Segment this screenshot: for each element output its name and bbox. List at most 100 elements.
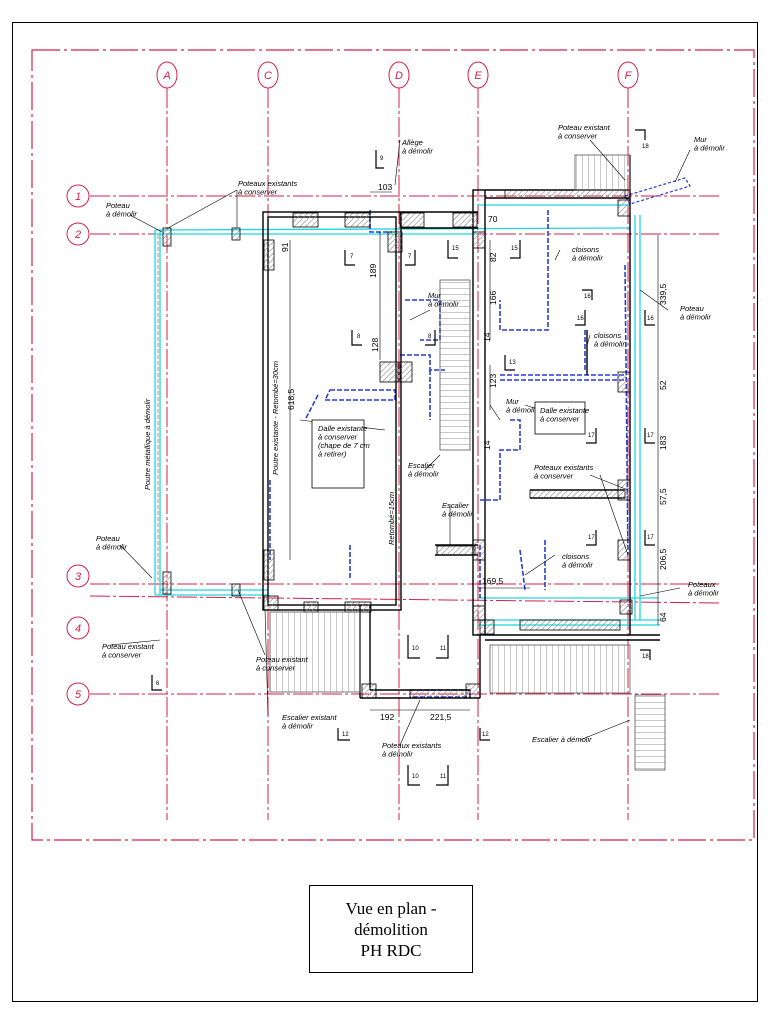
axis-label-4: 4 (75, 623, 81, 635)
section-mark-17a: 17 (586, 428, 597, 444)
svg-text:8: 8 (357, 334, 361, 340)
section-mark-16a: 16 (582, 289, 593, 300)
axis-bubble-5: 5 (66, 682, 90, 706)
svg-text:8: 8 (428, 334, 432, 340)
svg-text:166: 166 (488, 291, 498, 305)
svg-text:6: 6 (156, 681, 160, 687)
axis-label-3: 3 (75, 571, 82, 583)
axis-bubble-4: 4 (66, 616, 90, 640)
svg-text:183: 183 (658, 436, 668, 450)
svg-text:17: 17 (647, 433, 654, 439)
label-retombe: Retombé=15cm (387, 492, 396, 545)
axis-label-5: 5 (75, 689, 82, 701)
section-mark-17b: 17 (644, 428, 655, 444)
svg-text:7: 7 (350, 254, 354, 260)
section-mark-18b: 18 (640, 649, 651, 660)
label-escalier-right: Escalier à démolir (532, 735, 592, 744)
section-mark-13: 13 (504, 355, 516, 371)
svg-text:11: 11 (440, 646, 447, 652)
axis-bubble-E: E (467, 61, 489, 89)
svg-text:13: 13 (509, 360, 516, 366)
section-mark-11b: 11 (436, 765, 449, 786)
axis-label-2: 2 (74, 229, 81, 241)
dimension-texts: 103 70 91 189 82 166 339,5 128 618,5 14 … (280, 182, 668, 722)
svg-text:103: 103 (378, 182, 392, 192)
section-mark-18a: 18 (635, 129, 649, 150)
svg-text:10: 10 (412, 646, 419, 652)
svg-text:16: 16 (647, 316, 654, 322)
svg-text:221,5: 221,5 (430, 712, 452, 722)
svg-text:17: 17 (588, 535, 595, 541)
svg-text:169,5: 169,5 (482, 576, 504, 586)
axis-bubble-1: 1 (66, 184, 90, 208)
svg-text:16: 16 (584, 294, 591, 300)
section-mark-12a: 12 (337, 728, 350, 741)
svg-text:618,5: 618,5 (286, 388, 296, 410)
axis-bubble-D: D (388, 61, 410, 89)
section-mark-11a: 11 (436, 635, 449, 659)
axis-label-F: F (625, 70, 633, 82)
section-mark-12b: 12 (479, 728, 490, 741)
section-mark-15b: 15 (510, 240, 521, 259)
section-mark-9: 9 (375, 150, 384, 169)
axis-label-E: E (474, 70, 482, 82)
axis-bubble-A: A (156, 61, 178, 89)
stairs (269, 154, 666, 771)
drawing-sheet-frame (12, 22, 758, 1002)
axis-label-C: C (264, 70, 272, 82)
svg-text:123: 123 (488, 374, 498, 388)
section-mark-6: 6 (151, 675, 162, 691)
svg-text:12: 12 (482, 732, 489, 738)
svg-text:339,5: 339,5 (658, 283, 668, 305)
svg-text:12: 12 (342, 732, 349, 738)
svg-text:82: 82 (488, 252, 498, 262)
title-line-2: PH RDC (360, 940, 422, 960)
axis-bubble-3: 3 (66, 564, 90, 588)
svg-text:206,5: 206,5 (658, 548, 668, 570)
section-mark-8a: 8 (351, 330, 362, 346)
axis-label-A: A (162, 70, 170, 82)
svg-text:128: 128 (370, 338, 380, 352)
svg-text:18: 18 (642, 144, 649, 150)
section-mark-17c: 17 (586, 530, 597, 546)
section-mark-7b: 7 (405, 250, 416, 266)
svg-text:17: 17 (588, 433, 595, 439)
dimension-lines (289, 191, 659, 711)
label-poutre-existante: Poutre existante - Retombé=30cm (271, 361, 280, 475)
svg-text:16: 16 (577, 316, 584, 322)
svg-text:52: 52 (658, 380, 668, 390)
section-mark-16c: 16 (644, 310, 655, 326)
svg-text:70: 70 (488, 214, 498, 224)
svg-text:15: 15 (452, 246, 459, 252)
svg-text:14: 14 (482, 332, 492, 342)
svg-text:91: 91 (280, 242, 290, 252)
svg-text:9: 9 (380, 156, 384, 162)
title-line-1: Vue en plan - démolition (345, 898, 437, 939)
mur-demolir-hatch (624, 177, 691, 205)
section-marks: 9 7 7 8 8 15 15 16 16 16 13 17 17 17 17 … (151, 129, 655, 786)
horizontal-axes (89, 195, 723, 695)
svg-text:18: 18 (642, 654, 649, 660)
svg-text:64: 64 (658, 612, 668, 622)
axis-bubble-C: C (257, 61, 279, 89)
